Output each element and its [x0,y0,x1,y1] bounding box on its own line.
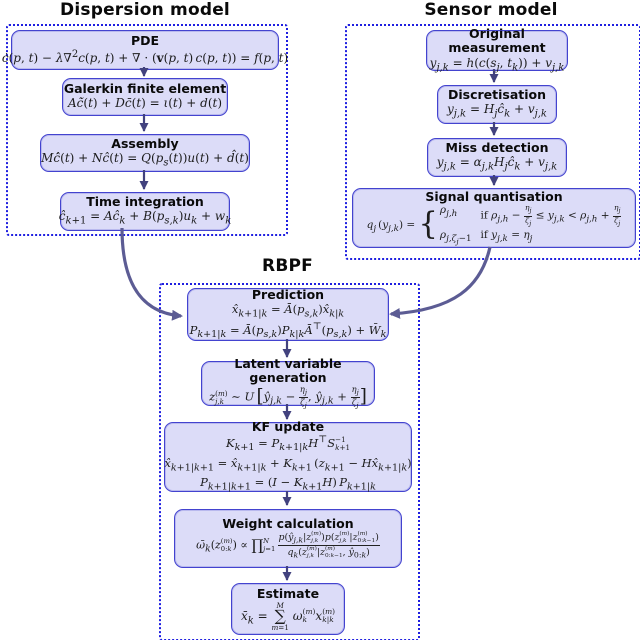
node-title: Estimate [256,586,320,602]
node-title: Prediction [251,286,325,302]
node-formula: yj,k = h(c(sj, tk)) + vj,k [429,55,565,74]
node-title: Signal quantisation [425,189,563,205]
node-original-measurement: Original measurement yj,k = h(c(sj, tk))… [426,25,568,74]
node-title: Assembly [111,135,179,151]
node-title: PDE [130,32,160,48]
node-title: Original measurement [448,25,546,56]
node-title: Discretisation [447,87,547,103]
node-assembly: Assembly Mĉ̇(t) + Nĉ(t) = Q(ps(t))u(t) +… [40,134,250,172]
node-title: Weight calculation [222,515,354,531]
node-formula: ĉk+1 = Aĉk + B(ps,k)uk + wk [58,209,232,227]
node-formula: yj,k = αj,kHjĉk + vj,k [436,155,558,173]
node-latent-variable-generation: Latent variable generation z(m)j,k ∼ U [… [201,356,375,410]
node-formula: Ac̃̇(t) + Dc̄(t) = ι(t) + d(t) [67,96,223,111]
node-miss-detection: Miss detection yj,k = αj,kHjĉk + vj,k [427,138,567,177]
node-title: Time integration [86,194,204,210]
dispersion-section-title: Dispersion model [60,0,230,20]
node-title: Latent variable generation [234,355,342,386]
sensor-section-title: Sensor model [424,0,558,20]
node-title: Galerkin finite element [63,81,227,97]
node-pde: PDE ċ(p, t) − λ∇2c(p, t) + ∇ · (v(p, t) … [2,30,288,70]
node-formula: ċ(p, t) − λ∇2c(p, t) + ∇ · (v(p, t) c(p,… [1,48,289,65]
node-discretisation: Discretisation yj,k = Hjĉk + vj,k [437,85,557,124]
node-title: Miss detection [445,140,549,156]
node-formula: yj,k = Hjĉk + vj,k [447,102,547,120]
rbpf-section-title: RBPF [262,256,313,276]
node-time-integration: Time integration ĉk+1 = Aĉk + B(ps,k)uk … [58,192,232,231]
node-formula: Mĉ̇(t) + Nĉ(t) = Q(ps(t))u(t) + d̂(t) [41,150,249,169]
node-galerkin-finite-element: Galerkin finite element Ac̃̇(t) + Dc̄(t)… [62,78,228,116]
node-title: KF update [251,419,325,435]
